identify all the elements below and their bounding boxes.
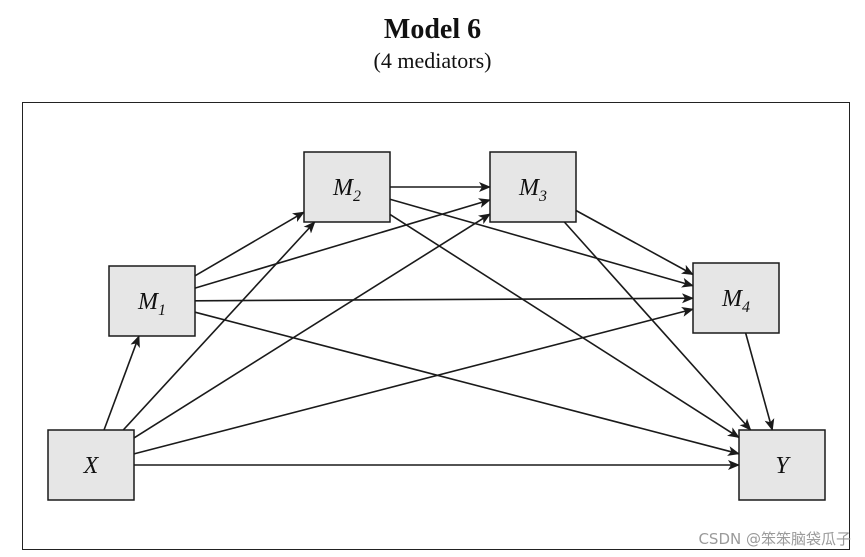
node-box-m1 [108, 265, 196, 337]
edge-x-to-m2 [122, 221, 316, 431]
edge-x-to-m1 [103, 335, 140, 431]
node-label-m4: M4 [721, 286, 750, 316]
node-m3: M3 [489, 151, 577, 223]
node-y: Y [738, 429, 826, 501]
edge-m3-to-y [563, 221, 752, 431]
edges-layer [103, 182, 775, 470]
node-box-x [47, 429, 135, 501]
edge-m3-to-m4 [575, 209, 694, 276]
edge-m1-to-y [194, 311, 740, 456]
node-m2: M2 [303, 151, 391, 223]
diagram-frame [22, 102, 850, 550]
node-box-m4 [692, 262, 780, 334]
node-x: X [47, 429, 135, 501]
diagram-subtitle: (4 mediators) [373, 48, 492, 73]
edge-x-to-m3 [133, 213, 491, 439]
edge-x-to-m4 [133, 307, 694, 455]
node-label-m2: M2 [332, 175, 361, 205]
node-label-y: Y [775, 453, 791, 479]
edge-m4-to-y [744, 332, 775, 431]
node-m4: M4 [692, 262, 780, 334]
node-box-y [738, 429, 826, 501]
watermark: CSDN @笨笨脑袋瓜子 [698, 530, 851, 548]
node-label-m3: M3 [518, 175, 547, 205]
edge-m2-to-y [389, 213, 740, 439]
node-m1: M1 [108, 265, 196, 337]
edge-m1-to-m2 [194, 211, 305, 277]
edge-m2-to-m4 [389, 198, 694, 288]
node-box-m2 [303, 151, 391, 223]
edge-m1-to-m4 [194, 293, 694, 304]
node-label-m1: M1 [137, 289, 166, 319]
diagram-title: Model 6 [383, 14, 482, 45]
node-box-m3 [489, 151, 577, 223]
node-label-x: X [83, 453, 100, 479]
